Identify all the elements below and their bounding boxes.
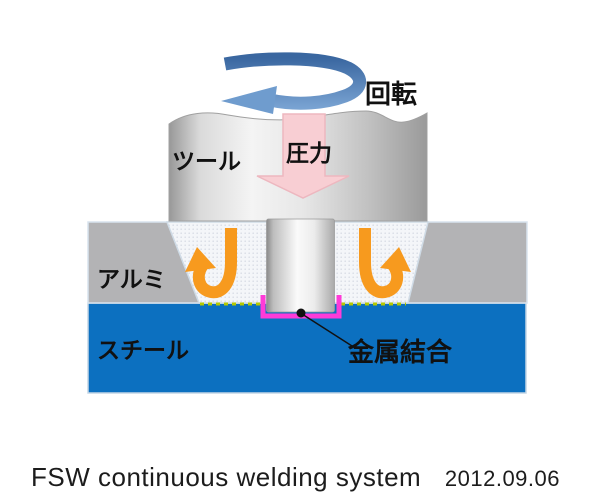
tool-label: ツール	[172, 148, 241, 174]
flow-arrow-left	[185, 228, 237, 299]
flow-arrow-left-head	[185, 247, 216, 272]
footer-date: 2012.09.06	[444, 466, 560, 491]
pressure-label: 圧力	[286, 140, 332, 166]
rotation-arrow-curve	[223, 52, 367, 110]
bond-leader-line	[301, 313, 353, 347]
aluminum-label: アルミ	[97, 266, 166, 292]
flow-arrow-right	[359, 228, 411, 299]
footer-caption: FSW continuous welding system	[31, 462, 422, 492]
pressure-arrow	[256, 113, 350, 199]
rotation-arrow	[221, 52, 367, 114]
rotation-arrow-head	[221, 86, 277, 114]
flow-arrow-right-head	[380, 247, 411, 272]
tool-pin	[266, 218, 335, 313]
steel-label: スチール	[97, 337, 189, 363]
rotation-label: 回転	[365, 79, 417, 109]
flow-arrow-left-curve	[192, 228, 237, 299]
fsw-diagram: 回転 圧力 ツール アルミ スチール 金属結合	[87, 52, 528, 394]
flow-arrow-right-curve	[359, 228, 404, 299]
bond-label: 金属結合	[347, 337, 453, 367]
